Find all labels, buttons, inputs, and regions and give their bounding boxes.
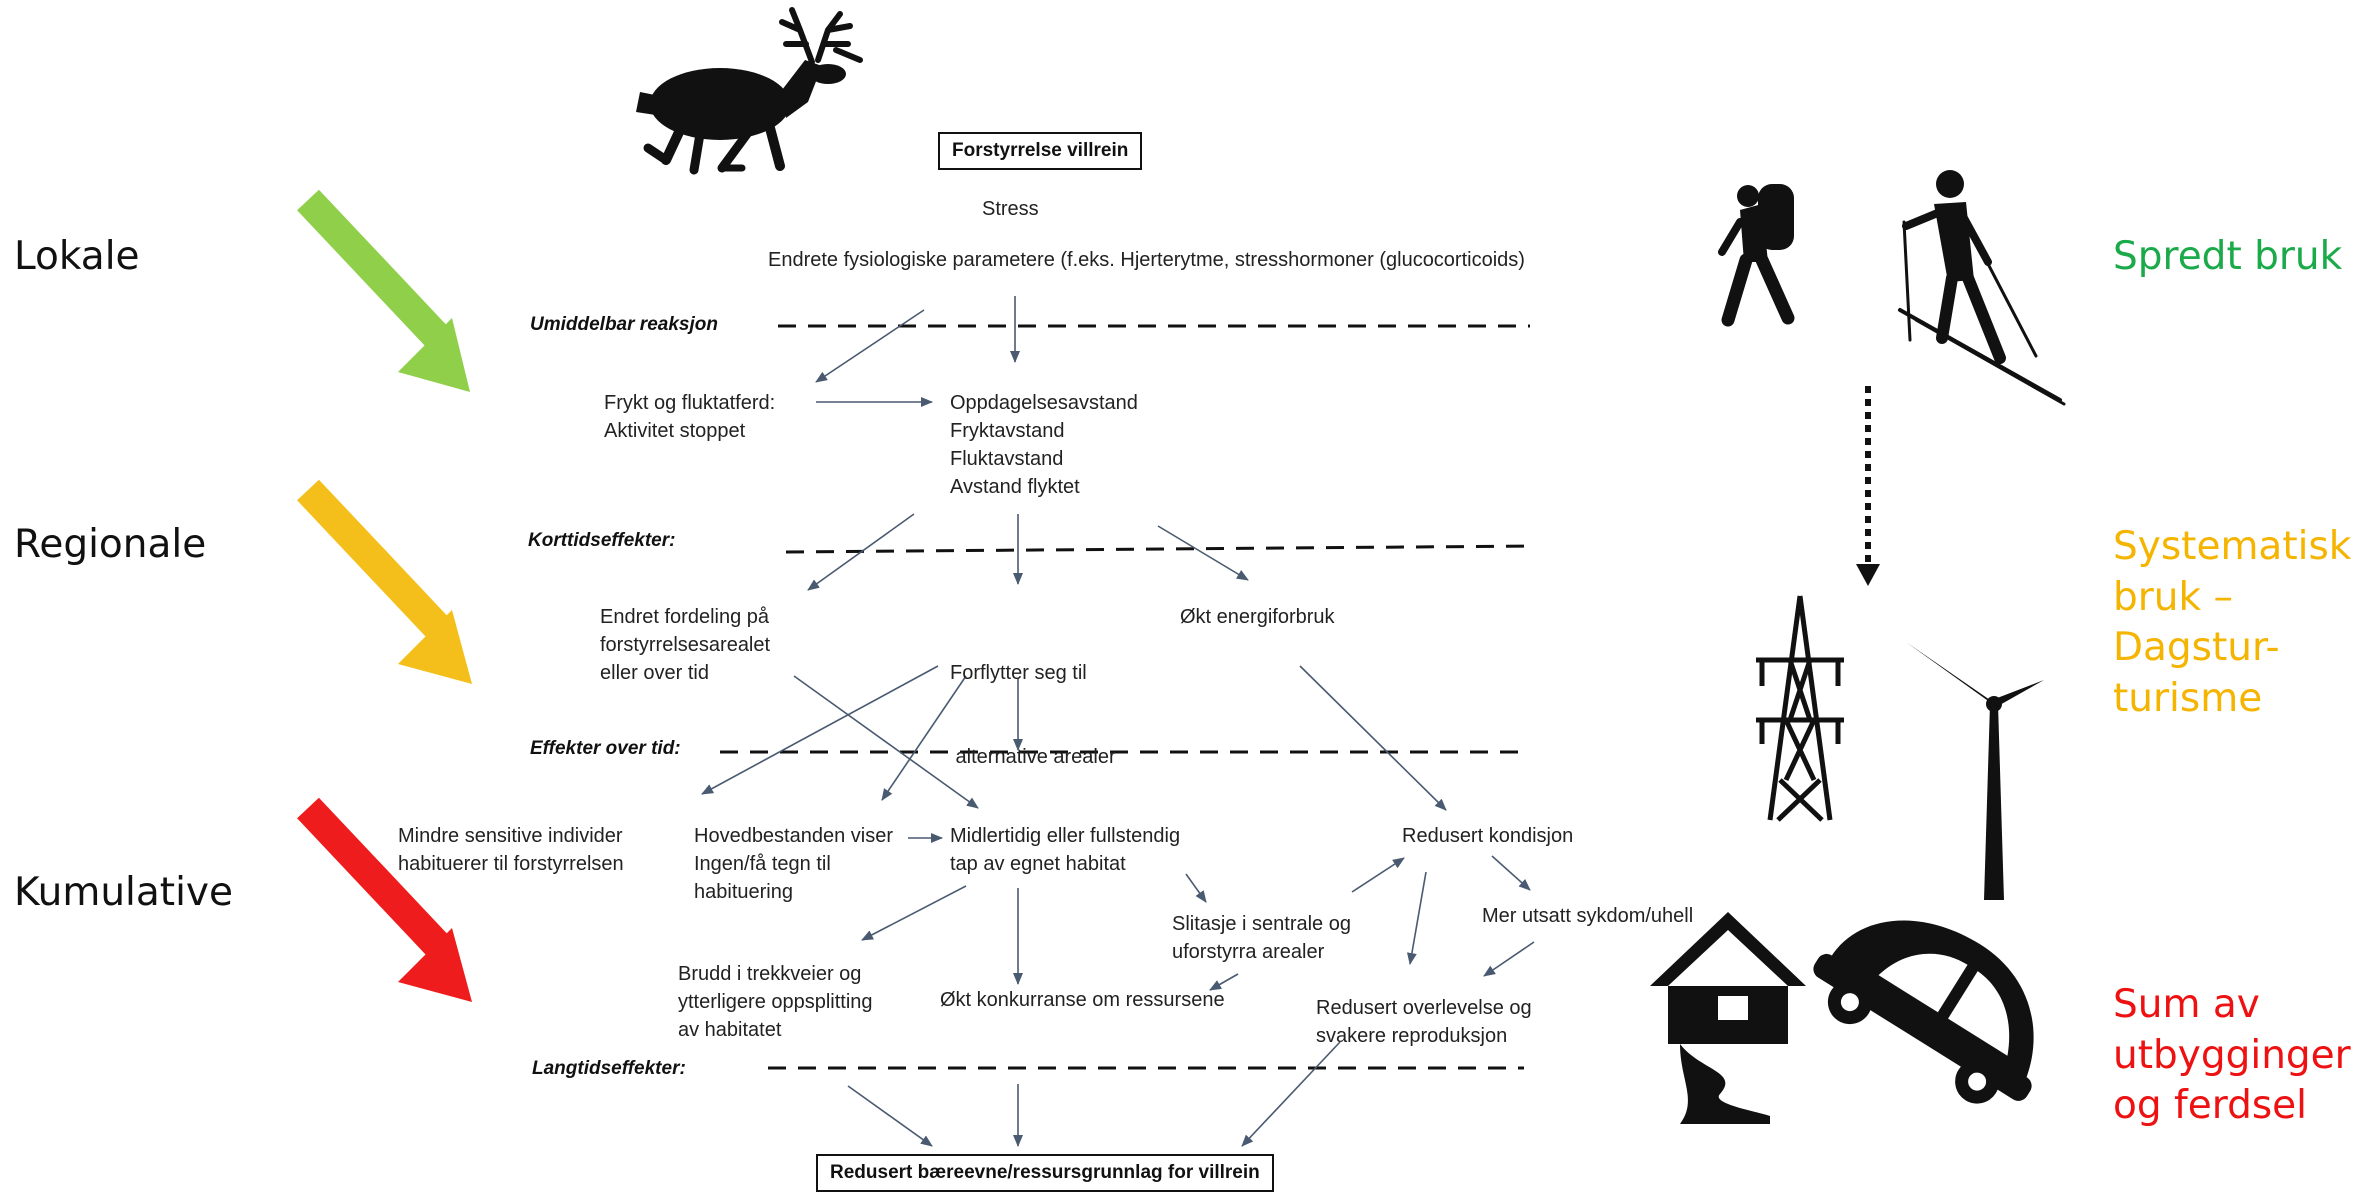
avstand-line2: Fryktavstand — [950, 420, 1065, 442]
bottom-box: Redusert bæreevne/ressursgrunnlag for vi… — [816, 1154, 1274, 1192]
brudd-line2: ytterligere oppsplitting — [678, 991, 873, 1013]
green-arrow-icon — [297, 189, 470, 392]
sum-line3: og ferdsel — [2113, 1083, 2307, 1129]
node-mindre: Mindre sensitive individer habituerer ti… — [398, 822, 624, 878]
label-systematisk: Systematisk bruk – Dagstur- turisme — [2113, 522, 2351, 725]
midlertidig-line1: Midlertidig eller fullstendig — [950, 825, 1181, 847]
slitasje-line1: Slitasje i sentrale og — [1172, 913, 1351, 935]
label-regionale: Regionale — [14, 522, 207, 567]
section-overtid: Effekter over tid: — [530, 738, 681, 759]
section-korttid: Korttidseffekter: — [528, 530, 676, 551]
fordeling-line1: Endret fordeling på — [600, 606, 770, 628]
node-slitasje: Slitasje i sentrale og uforstyrra areale… — [1172, 910, 1351, 966]
hiker-icon — [1718, 184, 1795, 327]
avstand-line4: Avstand flyktet — [950, 476, 1080, 498]
midlertidig-line2: tap av egnet habitat — [950, 853, 1126, 875]
brudd-line1: Brudd i trekkveier og — [678, 963, 862, 985]
skier-icon — [1898, 170, 2066, 406]
sum-line2: utbygginger — [2113, 1032, 2351, 1078]
overlevelse-line2: svakere reproduksjon — [1316, 1025, 1508, 1047]
node-brudd: Brudd i trekkveier og ytterligere oppspl… — [678, 960, 873, 1044]
avstand-line1: Oppdagelsesavstand — [950, 392, 1138, 414]
node-energi: Økt energiforbruk — [1180, 606, 1335, 628]
fordeling-line2: forstyrrelsesarealet — [600, 634, 771, 656]
avstand-line3: Fluktavstand — [950, 448, 1064, 470]
label-kumulative: Kumulative — [14, 870, 233, 915]
diagram-title-box: Forstyrrelse villrein — [938, 132, 1143, 170]
sum-line1: Sum av — [2113, 982, 2260, 1027]
forflytter-line2: alternative arealer — [950, 746, 1116, 768]
slitasje-line2: uforstyrra arealer — [1172, 941, 1325, 963]
node-sykdom: Mer utsatt sykdom/uhell — [1482, 905, 1694, 927]
mindre-line1: Mindre sensitive individer — [398, 825, 623, 847]
wind-turbine-icon — [1906, 642, 2044, 900]
fordeling-line3: eller over tid — [600, 662, 709, 684]
node-fordeling: Endret fordeling på forstyrrelsesarealet… — [600, 603, 770, 687]
label-spredt-bruk: Spredt bruk — [2113, 232, 2342, 283]
brudd-line3: av habitatet — [678, 1019, 782, 1041]
systematisk-line1: Systematisk — [2113, 524, 2352, 569]
frykt-line2: Aktivitet stoppet — [604, 420, 746, 442]
stress-text: Stress — [982, 198, 1039, 220]
frykt-line1: Frykt og fluktatferd: — [604, 392, 776, 414]
node-konkurranse: Økt konkurranse om ressursene — [940, 989, 1225, 1011]
section-langtid: Langtidseffekter: — [532, 1058, 686, 1079]
systematisk-line2: bruk – — [2113, 574, 2233, 620]
overlevelse-line1: Redusert overlevelse og — [1316, 997, 1532, 1019]
dash-korttid — [785, 544, 1536, 554]
mindre-line2: habituerer til forstyrrelsen — [398, 853, 624, 875]
label-sum: Sum av utbygginger og ferdsel — [2113, 980, 2351, 1132]
yellow-arrow-icon — [297, 479, 472, 684]
reindeer-icon — [636, 7, 863, 175]
systematisk-line3: Dagstur- — [2113, 625, 2280, 671]
node-midlertidig: Midlertidig eller fullstendig tap av egn… — [950, 822, 1180, 878]
flow-arrows — [701, 296, 1535, 1147]
node-hoved: Hovedbestanden viser Ingen/få tegn til h… — [694, 822, 893, 906]
forflytter-line1: Forflytter seg til — [950, 662, 1087, 684]
hoved-line2: Ingen/få tegn til — [694, 853, 831, 875]
systematisk-line4: turisme — [2113, 676, 2263, 722]
node-forflytter: Forflytter seg til alternative arealer — [950, 603, 1116, 799]
physiology-text: Endrete fysiologiske parametere (f.eks. … — [768, 249, 1525, 271]
red-arrow-icon — [297, 797, 472, 1002]
hoved-line1: Hovedbestanden viser — [694, 825, 894, 847]
node-kondisjon: Redusert kondisjon — [1402, 825, 1574, 847]
node-frykt: Frykt og fluktatferd: Aktivitet stoppet — [604, 389, 775, 445]
power-pylon-icon — [1756, 595, 1844, 822]
hoved-line3: habituering — [694, 881, 793, 903]
section-umiddelbar: Umiddelbar reaksjon — [530, 314, 718, 335]
house-icon — [1650, 912, 1806, 1124]
car-icon — [1813, 920, 2034, 1104]
label-lokale: Lokale — [14, 234, 140, 279]
node-overlevelse: Redusert overlevelse og svakere reproduk… — [1316, 994, 1532, 1050]
spredt-text: Spredt bruk — [2113, 234, 2343, 279]
node-avstand: Oppdagelsesavstand Fryktavstand Fluktavs… — [950, 389, 1138, 501]
